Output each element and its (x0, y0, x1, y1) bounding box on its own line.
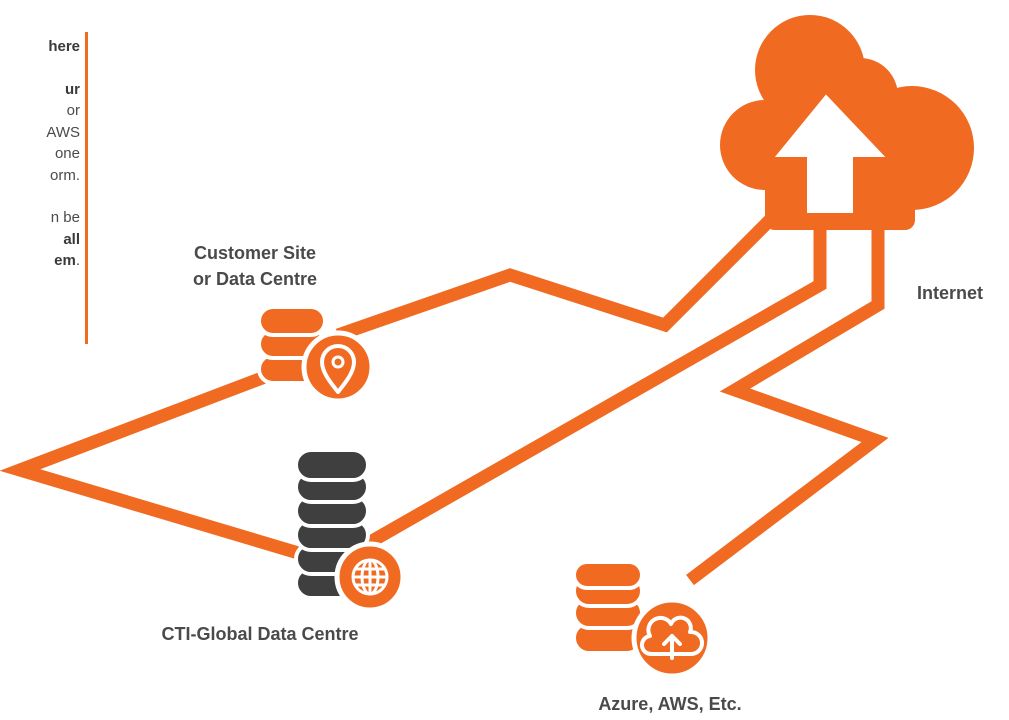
customer-site-label-line2: or Data Centre (192, 269, 318, 289)
link-cti-to-internet (361, 205, 827, 551)
cloud-upload-icon (720, 15, 974, 230)
side-text-line: or (66, 102, 80, 119)
cloud-upload-icon (631, 597, 713, 679)
side-text-period: . (75, 252, 80, 269)
side-text-line: n be (50, 209, 80, 226)
cti-global-node (294, 448, 406, 613)
side-text-line: all (63, 230, 80, 248)
customer-site-label-line1: Customer Site (193, 243, 317, 263)
internet-label: Internet (916, 283, 983, 303)
side-text-line: orm. (50, 166, 80, 184)
link-azure-to-internet (686, 205, 889, 586)
side-text-line: em (54, 252, 76, 269)
vertical-divider (85, 32, 88, 344)
azure-aws-node (572, 560, 713, 679)
azure-aws-label: Azure, AWS, Etc. (598, 694, 742, 714)
cti-global-label: CTI-Global Data Centre (161, 624, 359, 644)
map-pin-icon (301, 330, 375, 404)
side-text-line: ur (65, 80, 80, 98)
globe-icon (334, 541, 406, 613)
link-customer-to-internet (335, 200, 790, 342)
database-icon (294, 448, 370, 600)
customer-site-node (257, 305, 375, 404)
customer-site-label: Customer Site or Data Centre (160, 240, 350, 292)
database-icon (572, 560, 644, 655)
side-description-text: here ur or AWS one orm. n be all em. (0, 36, 80, 272)
side-text-line: AWS (46, 123, 80, 141)
side-text-line: here (48, 38, 80, 55)
side-text-line: one (54, 145, 80, 162)
link-customer-to-cti (0, 368, 307, 562)
